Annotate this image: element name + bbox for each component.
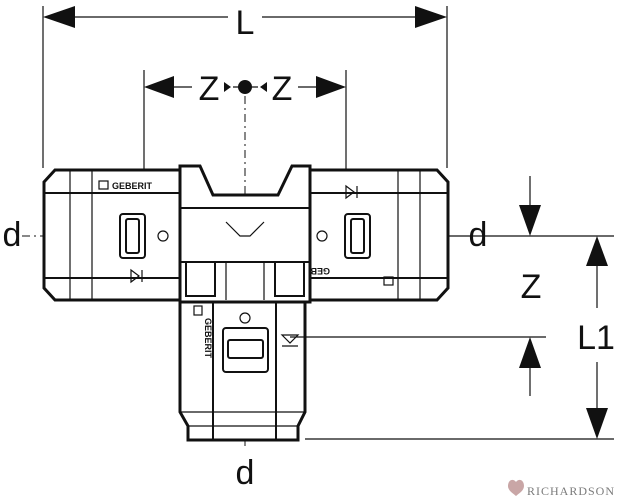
- diameter-label-right: d: [469, 216, 488, 254]
- watermark-text: RICHARDSON: [527, 484, 615, 498]
- dimension-label-l1: L1: [577, 319, 615, 357]
- bottom-branch-sleeve: GEBERIT: [178, 300, 307, 442]
- dimension-label-l: L: [236, 4, 255, 42]
- watermark-logo-icon: [508, 479, 524, 496]
- diameter-label-bottom: d: [236, 454, 255, 492]
- brand-mark-left: GEBERIT: [112, 181, 153, 191]
- dimension-z-l1-right: Z L1: [290, 176, 615, 440]
- dimension-label-z-branch: Z: [521, 268, 542, 306]
- watermark: RICHARDSON: [508, 479, 615, 498]
- dimension-label-z-right: Z: [272, 70, 293, 108]
- right-sleeve: GEBERIT: [289, 168, 450, 302]
- tee-body: [178, 164, 312, 304]
- diameter-label-left: d: [3, 216, 22, 254]
- left-sleeve: GEBERIT: [42, 168, 182, 302]
- dimension-label-z-left: Z: [199, 70, 220, 108]
- brand-mark-bottom: GEBERIT: [203, 318, 213, 359]
- dimension-l-top: L: [42, 2, 448, 168]
- dimension-z-z: Z Z: [143, 70, 347, 248]
